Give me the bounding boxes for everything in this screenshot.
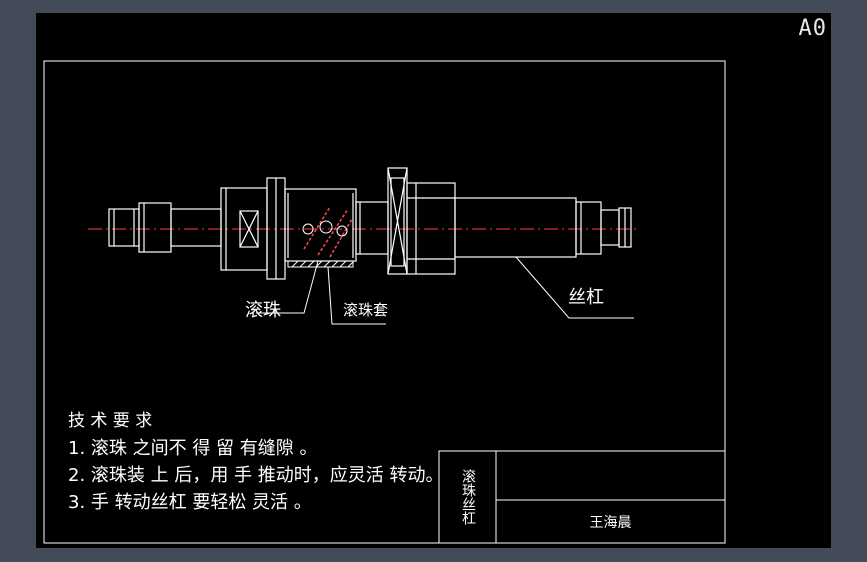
tech-req-item-3: 3. 手 转动丝杠 要轻松 灵活 。 [68,492,312,513]
title-block [438,450,726,544]
label-ball: 滚珠 [245,300,281,321]
leader-lines [256,256,634,325]
label-ball-sleeve: 滚珠套 [343,301,389,319]
tech-req-item-2: 2. 滚珠装 上 后，用 手 推动时，应灵活 转动。 [68,465,444,486]
title-block-author: 王海晨 [589,514,632,531]
sheet-size-label: A0 [798,16,827,41]
drawing-border [43,60,726,544]
label-lead-screw: 丝杠 [568,287,604,308]
tech-req-title: 技 术 要 求 [68,411,153,431]
shaft-outline [108,167,632,280]
tech-req-item-1: 1. 滚珠 之间不 得 留 有缝隙 。 [68,438,318,459]
ball-circles [302,220,348,237]
ball-rows [303,206,353,258]
title-block-part-name: 滚珠丝杠 [460,469,476,525]
technical-requirements: 技 术 要 求 1. 滚珠 之间不 得 留 有缝隙 。 2. 滚珠装 上 后，用… [68,408,444,516]
ball-screw-drawing [43,60,726,544]
sleeve-section-hatch [287,260,354,268]
drawing-canvas: A0 [36,13,831,548]
